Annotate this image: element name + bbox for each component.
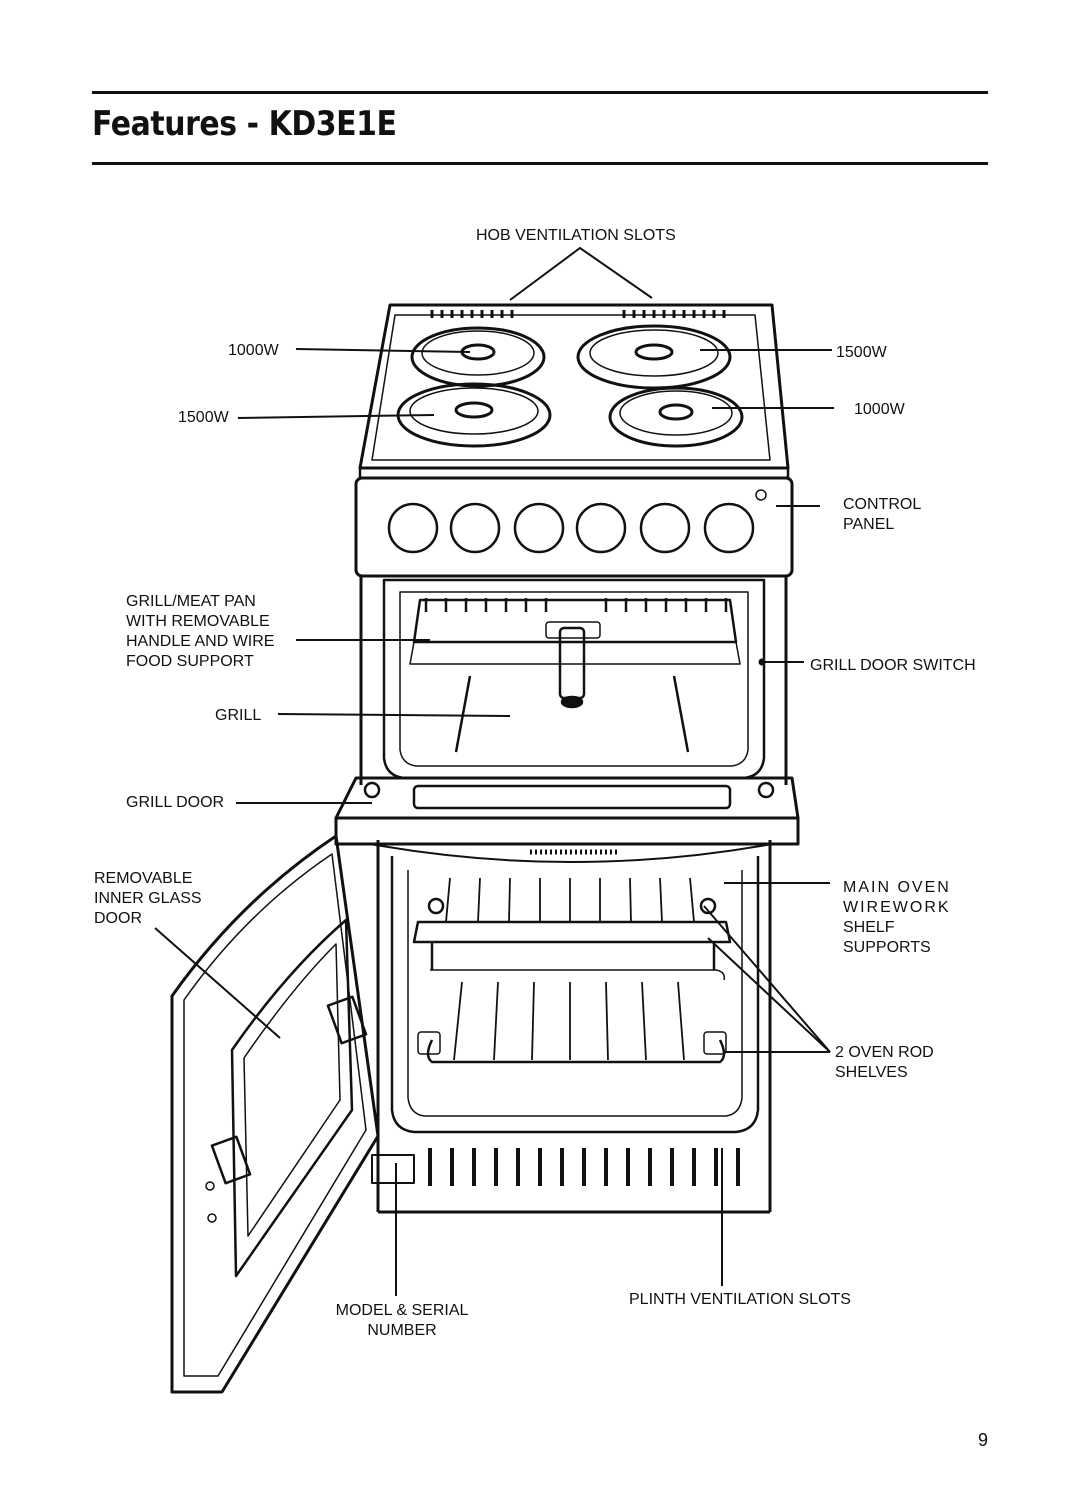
hob-vent-slots: [430, 310, 726, 318]
top-rule: [92, 91, 988, 94]
grill-door: [334, 776, 800, 863]
control-panel: [354, 476, 794, 578]
label-ring-1500w-left: 1500W: [178, 409, 229, 426]
label-ring-1000w-right: 1000W: [854, 401, 905, 418]
label-ring-1500w-right: 1500W: [836, 344, 887, 361]
label-ring-1000w-left: 1000W: [228, 342, 279, 359]
label-grill-door: GRILL DOOR: [126, 794, 225, 811]
label-plinth-ventilation-slots: PLINTH VENTILATION SLOTS: [629, 1291, 851, 1308]
label-grill: GRILL: [215, 707, 262, 724]
page-number: 9: [977, 1430, 988, 1450]
main-oven-cavity: [390, 856, 760, 1134]
hob-rings: [396, 324, 744, 448]
title-underline: [92, 162, 988, 165]
plinth: [371, 1148, 740, 1186]
label-grill-door-switch: GRILL DOOR SWITCH: [810, 657, 976, 674]
label-control-panel: CONTROL PANEL: [843, 496, 922, 533]
label-model-serial-number: MODEL & SERIAL NUMBER: [335, 1302, 469, 1339]
leader-lines: [154, 246, 834, 1296]
label-oven-rod-shelves: 2 OVEN ROD SHELVES: [835, 1044, 934, 1081]
label-hob-ventilation-slots: HOB VENTILATION SLOTS: [476, 227, 676, 244]
label-wirework-shelf-supports: MAIN OVEN WIREWORK SHELF SUPPORTS: [843, 879, 951, 956]
page-title: Features - KD3E1E: [92, 104, 397, 144]
cooker-body: [359, 576, 788, 1214]
grill-cavity: [382, 578, 766, 780]
label-grill-meat-pan: GRILL/MEAT PAN WITH REMOVABLE HANDLE AND…: [126, 593, 275, 670]
label-inner-glass-door: REMOVABLE INNER GLASS DOOR: [94, 870, 202, 927]
